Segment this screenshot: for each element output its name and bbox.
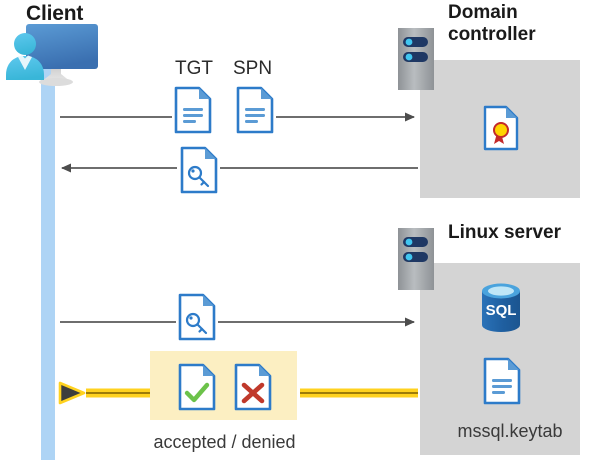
svg-text:SQL: SQL (486, 302, 517, 319)
certificate-document-icon (483, 105, 519, 151)
key-document-icon (178, 293, 216, 341)
client-workstation-icon (6, 24, 98, 86)
sql-database-icon: SQL (482, 283, 520, 332)
spn-label: SPN (233, 58, 273, 79)
server-rack-icon (398, 228, 434, 290)
domain-controller-title-line1: Domain (448, 2, 518, 23)
domain-controller-title: Domain controller (448, 2, 598, 46)
checkmark-document-icon (178, 363, 216, 411)
result-highlight-box (150, 351, 297, 420)
document-icon (236, 86, 274, 134)
accepted-denied-label: accepted / denied (153, 432, 296, 452)
linux-server-title: Linux server (448, 222, 561, 243)
tgt-label: TGT (175, 58, 213, 79)
document-icon (174, 86, 212, 134)
key-document-icon (180, 146, 218, 194)
client-title: Client (26, 2, 84, 25)
domain-controller-title-line2: controller (448, 23, 536, 45)
document-icon (483, 357, 521, 405)
server-rack-icon (398, 28, 434, 90)
keytab-filename-label: mssql.keytab (457, 421, 563, 441)
cross-document-icon (234, 363, 272, 411)
client-lifeline (41, 68, 55, 460)
